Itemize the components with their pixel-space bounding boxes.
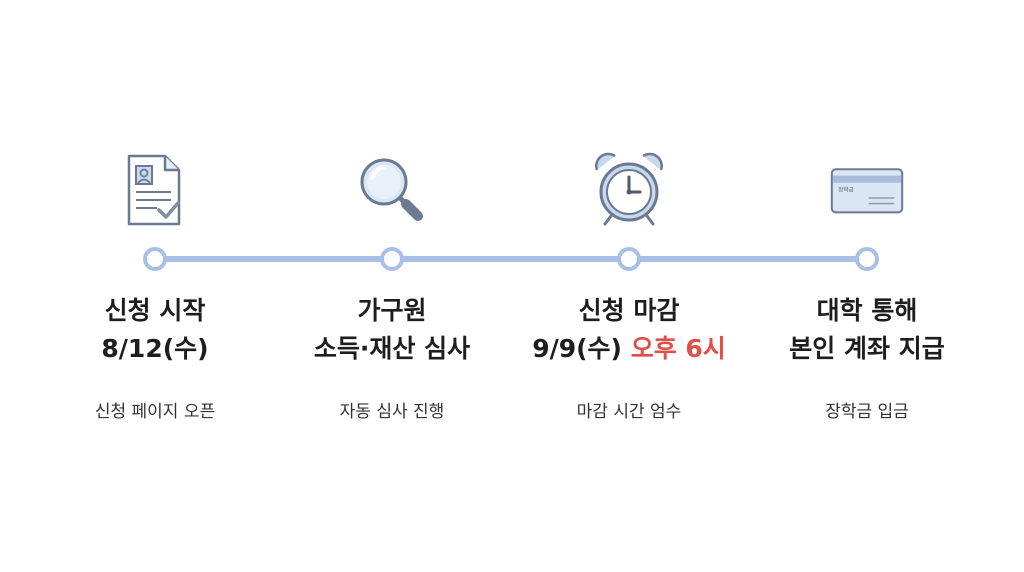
- step-title: 신청 시작 8/12(수): [30, 292, 280, 368]
- step-date: 8/12(수): [101, 334, 209, 363]
- deadline-time-highlight: 오후 6시: [630, 334, 726, 363]
- timeline-node: [855, 247, 879, 271]
- step-date: 9/9(수): [532, 334, 622, 363]
- timeline-step-payment: 장학금 대학 통해 본인 계좌 지급 장학금 입금: [742, 0, 992, 572]
- magnifier-icon: [352, 150, 432, 230]
- step-title-line: 가구원: [357, 296, 427, 325]
- step-title-line: 본인 계좌 지급: [789, 334, 945, 363]
- step-title-line: 소득·재산 심사: [313, 334, 471, 363]
- step-title: 대학 통해 본인 계좌 지급: [742, 292, 992, 368]
- step-description: 신청 페이지 오픈: [94, 402, 216, 422]
- step-description: 자동 심사 진행: [339, 402, 445, 422]
- step-title: 가구원 소득·재산 심사: [267, 292, 517, 368]
- timeline-node: [617, 247, 641, 271]
- timeline-step-application-deadline: 신청 마감 9/9(수) 오후 6시 마감 시간 엄수: [504, 0, 754, 572]
- step-title-line: 대학 통해: [816, 296, 918, 325]
- timeline-step-income-review: 가구원 소득·재산 심사 자동 심사 진행: [267, 0, 517, 572]
- bank-card-icon: 장학금: [827, 150, 907, 230]
- step-title-line: 신청 시작: [104, 296, 206, 325]
- step-deadline: 9/9(수) 오후 6시: [504, 330, 754, 368]
- step-description: 장학금 입금: [825, 402, 909, 422]
- timeline-node: [143, 247, 167, 271]
- step-title: 신청 마감 9/9(수) 오후 6시: [504, 292, 754, 368]
- step-title-line: 신청 마감: [578, 296, 680, 325]
- application-document-icon: [115, 150, 195, 230]
- card-label: 장학금: [838, 186, 853, 194]
- timeline-node: [380, 247, 404, 271]
- alarm-clock-icon: [589, 150, 669, 230]
- timeline-line: [155, 256, 867, 262]
- step-description: 마감 시간 엄수: [576, 402, 682, 422]
- timeline-step-application-start: 신청 시작 8/12(수) 신청 페이지 오픈: [30, 0, 280, 572]
